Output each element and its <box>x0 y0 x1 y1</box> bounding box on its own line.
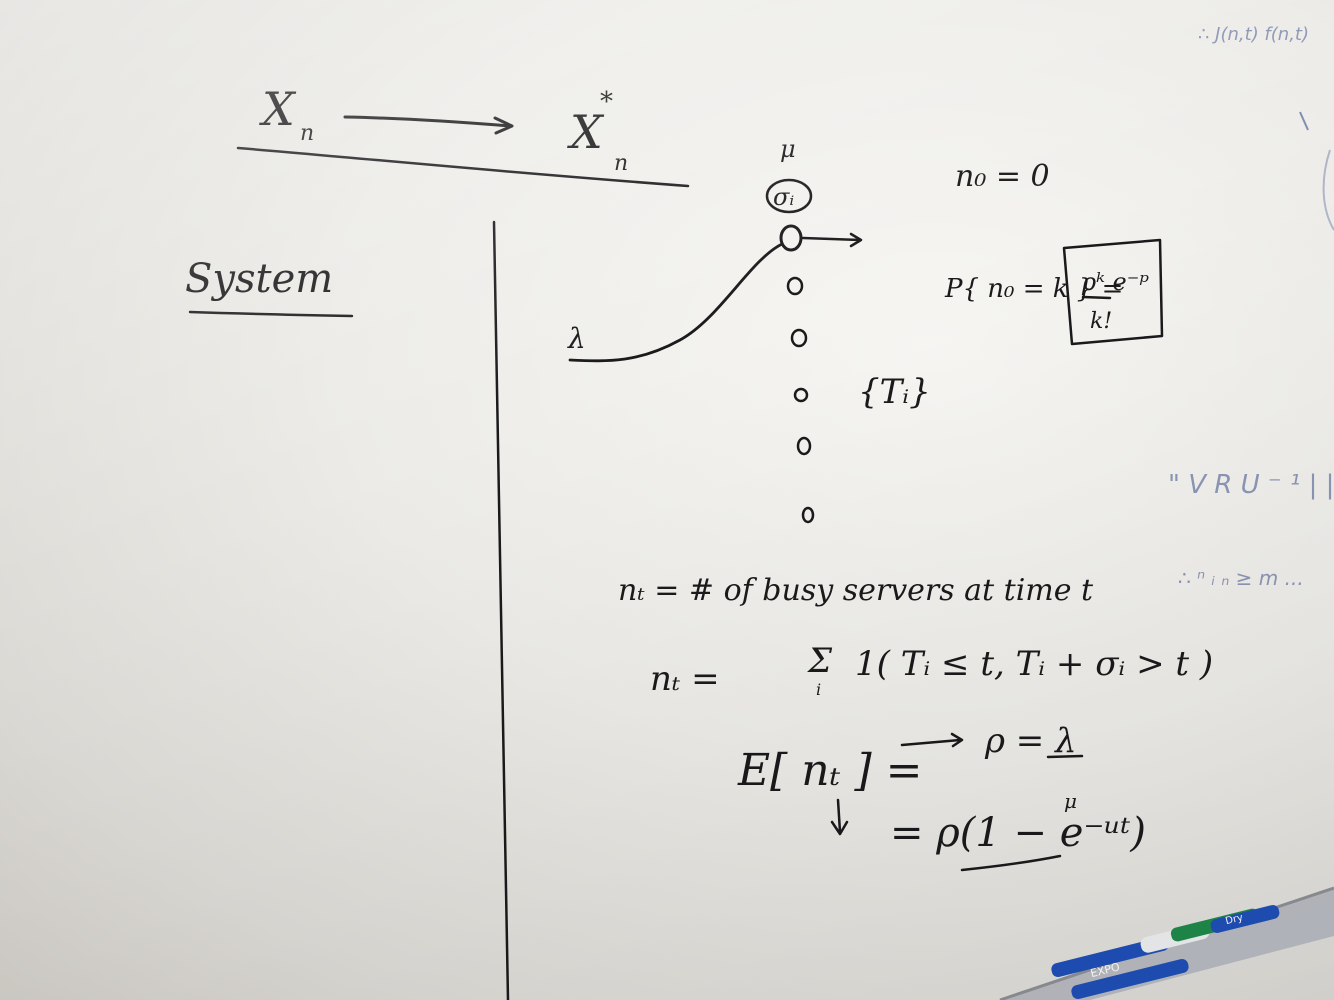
margin-arc <box>1322 149 1334 231</box>
definition-text: nₜ = # of busy servers at time t <box>618 573 1094 608</box>
poisson-denominator: k! <box>1090 309 1112 334</box>
marker-blue-2[interactable] <box>1070 958 1190 1000</box>
sum-index: i <box>816 680 821 699</box>
server-1 <box>786 276 804 296</box>
sum-sigma: Σ <box>806 641 833 681</box>
expectation-result: = ρ(1 − e⁻ᵘᵗ) <box>890 810 1146 856</box>
expectation-arrowhead <box>950 732 964 748</box>
lambda-label: λ <box>567 322 586 355</box>
initial-condition-text: n₀ = 0 <box>955 159 1050 194</box>
expectation-lhs: E[ nₜ ] = <box>737 745 922 796</box>
definition-line: nₜ = # of busy servers at time t <box>618 573 1094 608</box>
board-divider-line <box>492 220 510 1000</box>
arrival-times-label: {Tᵢ} <box>858 372 931 412</box>
down-arrowhead <box>830 820 849 836</box>
mu-label: μ <box>780 135 796 163</box>
result-underline <box>960 854 1062 872</box>
margin-note-middle: " V R U ⁻ ¹ | | ≤ <box>1168 470 1334 500</box>
down-arrow <box>836 798 842 834</box>
server-5 <box>801 506 815 524</box>
departure-arrowhead <box>849 232 863 248</box>
marker-blue-3[interactable] <box>1209 904 1280 935</box>
system-label: System <box>185 256 333 302</box>
poisson-numerator: ρᵏ e⁻ᵖ <box>1081 268 1149 296</box>
marker-tray: EXPO Dry <box>999 886 1334 1000</box>
header-notation: X n X * n <box>236 82 690 188</box>
poisson-formula: P{ n₀ = k } = ρᵏ e⁻ᵖ k! <box>944 238 1164 346</box>
server-diagram: μ σᵢ λ {Tᵢ} <box>567 135 931 524</box>
departure-arrow <box>801 236 862 242</box>
header-arrowhead <box>493 116 514 135</box>
initial-condition: n₀ = 0 <box>955 159 1050 194</box>
poisson-fraction-bar <box>1081 295 1112 300</box>
system-underline <box>188 310 354 318</box>
rho-underline <box>1046 754 1084 759</box>
expectation-rho: ρ = λ <box>984 721 1077 761</box>
system-section: System <box>185 256 354 318</box>
sum-formula: nₜ = Σ i 1( Tᵢ ≤ t, Tᵢ + σᵢ > t ) <box>650 641 1213 699</box>
arrival-curve <box>568 242 784 363</box>
header-underline <box>236 146 690 188</box>
header-x-left-subscript: n <box>300 121 314 146</box>
header-x-right-subscript: n <box>614 151 628 176</box>
poisson-box <box>1062 238 1164 346</box>
server-2 <box>790 328 808 348</box>
expectation-arrow <box>900 738 962 747</box>
poisson-lhs: P{ n₀ = k } = <box>944 274 1123 304</box>
header-x-right-star: * <box>600 87 613 117</box>
server-0 <box>779 224 803 252</box>
expectation-mu-sup: μ <box>1064 789 1077 813</box>
expectation-formula: E[ nₜ ] = ρ = λ = ρ(1 − e⁻ᵘᵗ) μ <box>737 721 1146 872</box>
header-x-left: X <box>259 82 297 136</box>
sigma-label: σᵢ <box>773 183 794 211</box>
right-margin-notes: ∴ J(n,t) f(n,t) " V R U ⁻ ¹ | | ≤ ∴ ⁿ ᵢ … <box>1168 24 1334 590</box>
server-3 <box>793 387 809 403</box>
sigma-circle <box>765 178 813 214</box>
header-arrow <box>343 115 512 128</box>
sum-lhs: nₜ = <box>650 659 720 699</box>
marker-blue-1[interactable] <box>1050 936 1170 979</box>
margin-note-top: ∴ J(n,t) f(n,t) <box>1198 24 1309 45</box>
margin-note-lower: ∴ ⁿ ᵢ ₙ ≥ m ... <box>1178 566 1304 590</box>
sum-rhs: 1( Tᵢ ≤ t, Tᵢ + σᵢ > t ) <box>855 644 1213 684</box>
server-4 <box>796 436 812 456</box>
margin-tick <box>1299 111 1309 131</box>
marker-dry-label: Dry <box>1224 912 1244 927</box>
header-x-right: X <box>567 105 605 159</box>
